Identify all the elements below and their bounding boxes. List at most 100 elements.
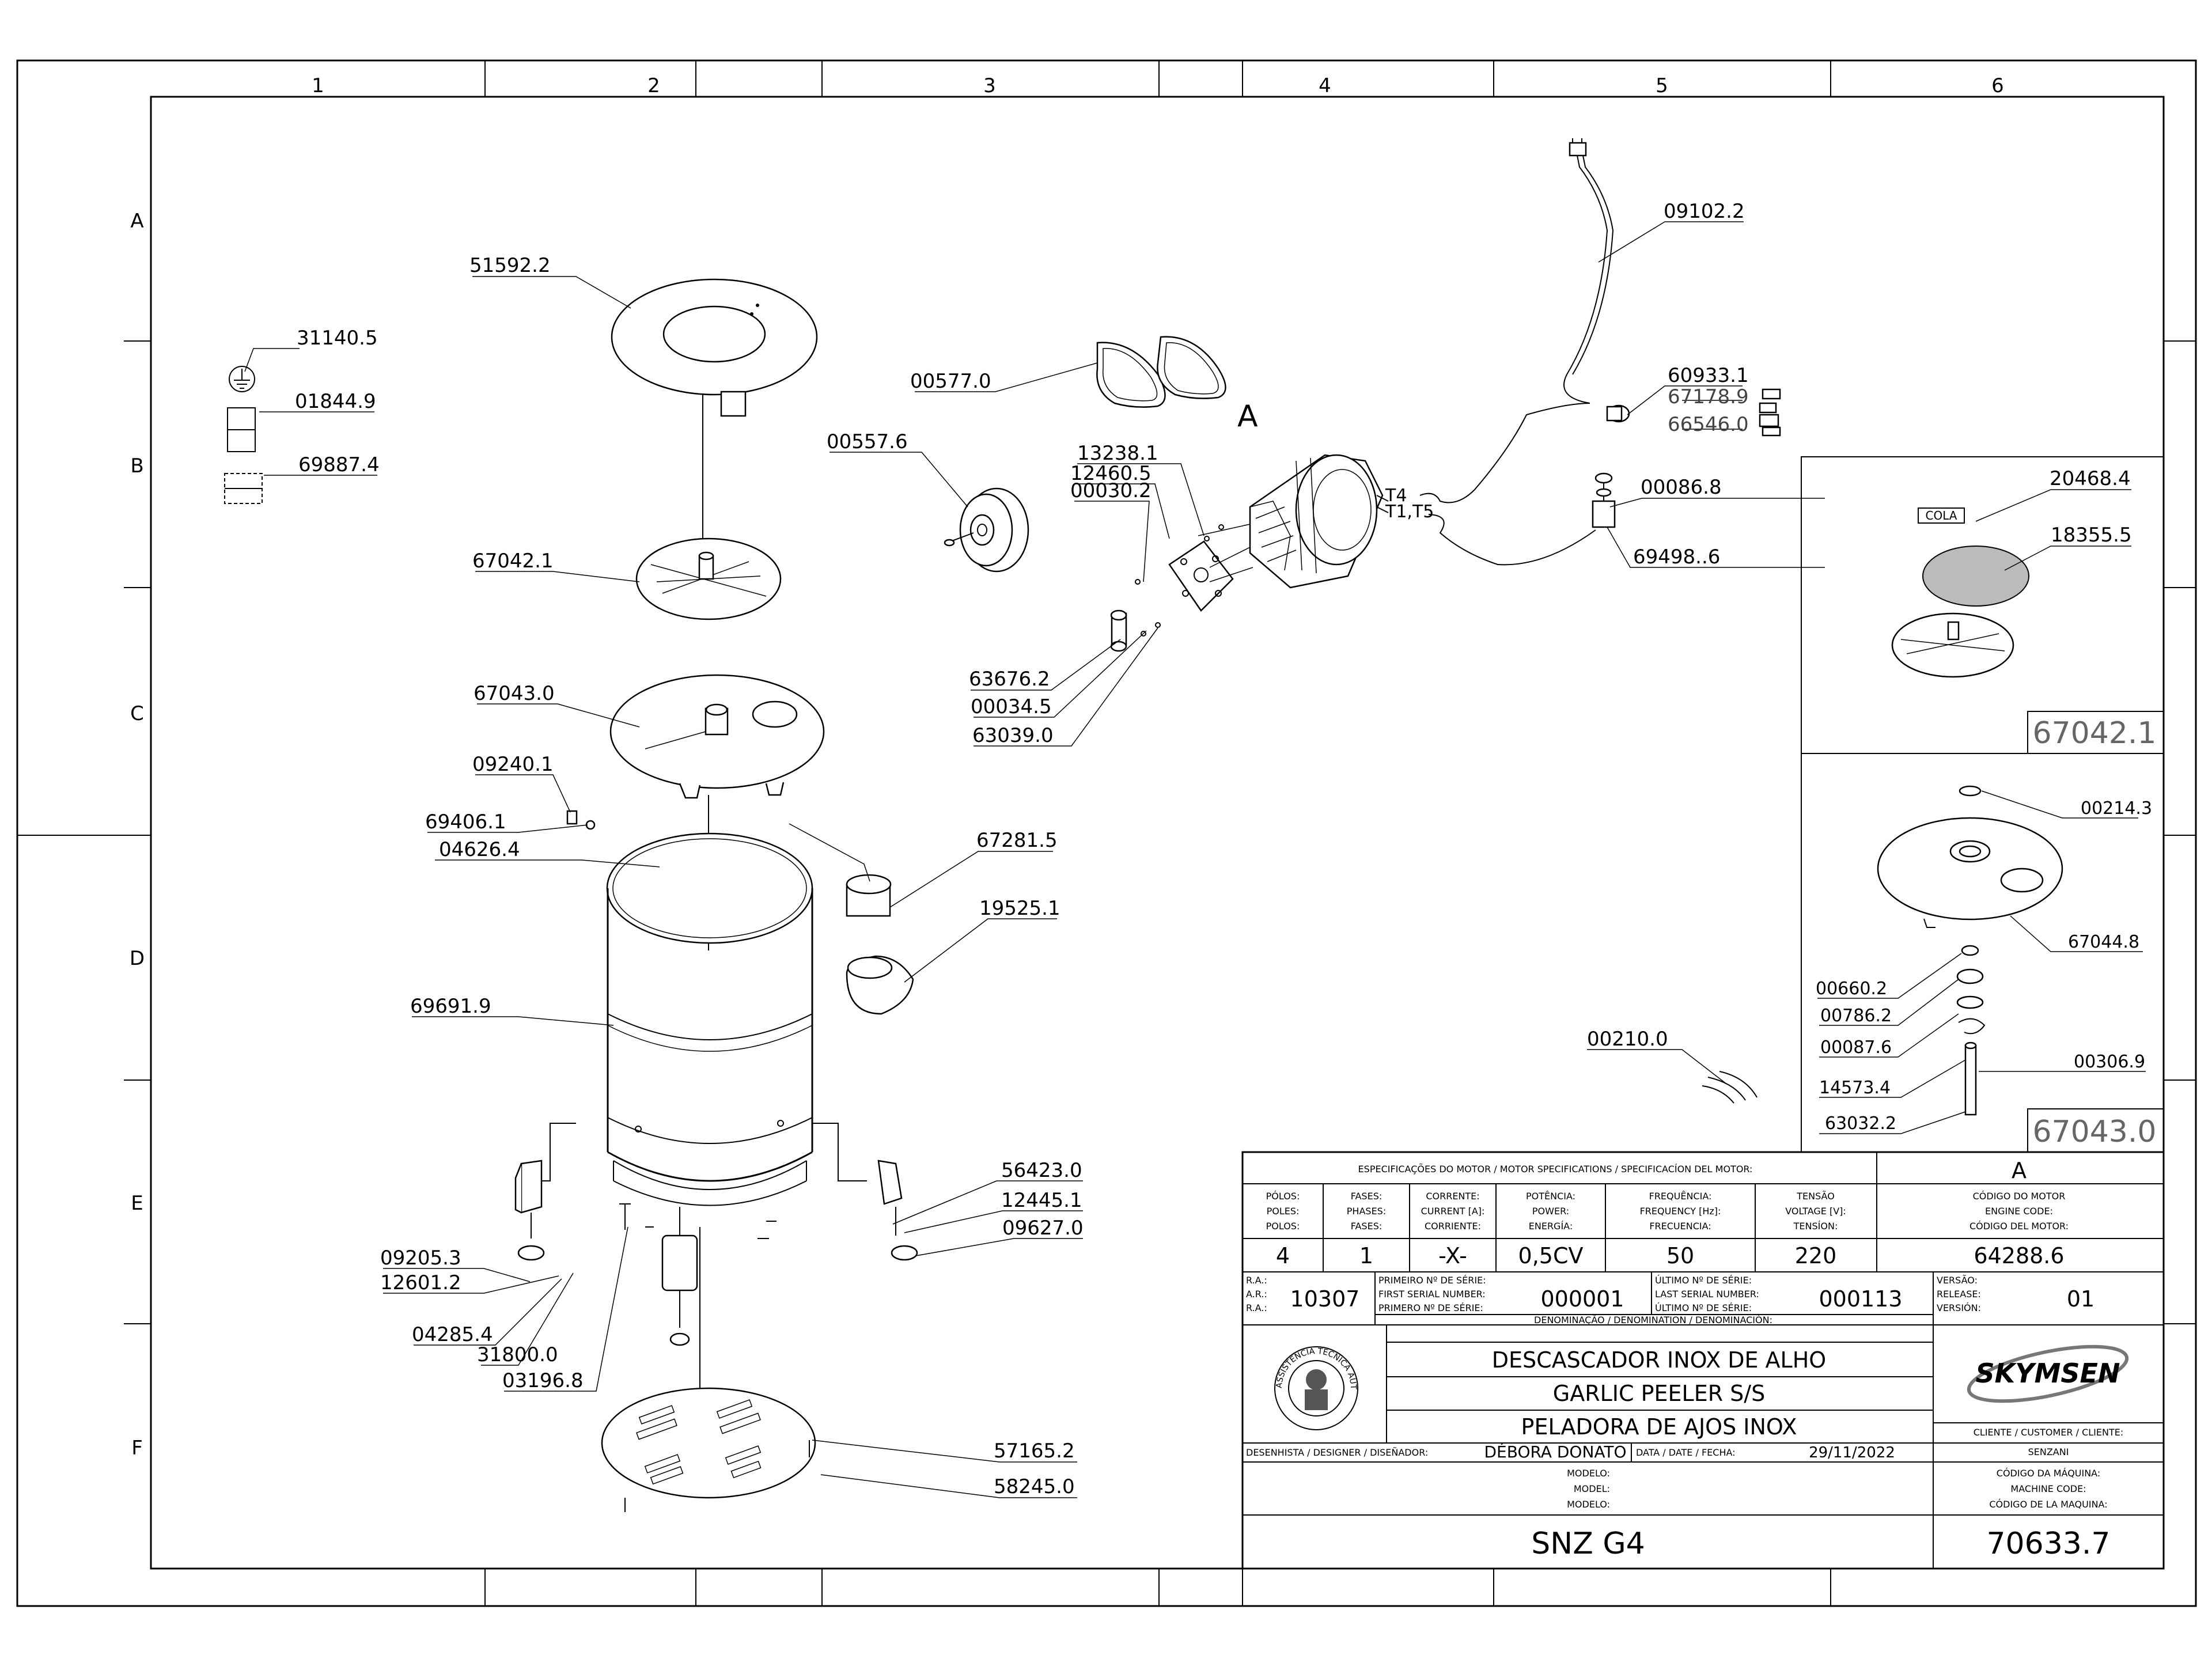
hdr-voltage-1: TENSÃO [1796,1191,1835,1202]
callout-09240-1: 09240.1 [472,753,554,776]
first-serial-label-2: FIRST SERIAL NUMBER: [1378,1289,1486,1300]
callout-01844-9: 01844.9 [295,390,376,413]
cola-label: COLA [1926,509,1957,522]
version-label-1: VERSÃO: [1937,1275,1978,1286]
callout-63032-2: 63032.2 [1825,1113,1896,1134]
callout-57165-2: 57165.2 [994,1440,1075,1463]
callout-67281-5: 67281.5 [976,829,1058,852]
label-square-symbol [227,407,256,452]
motor-terminal-t1t5: T1,T5 [1385,502,1434,522]
hdr-freq-3: FRECUENCIA: [1649,1221,1711,1232]
leader-drain [789,823,870,882]
feet-right [812,1123,918,1261]
grid-col-1: 1 [312,74,324,97]
callout-13238-1: 13238.1 [1077,442,1158,465]
hdr-current-3: CORRIENTE: [1425,1221,1481,1232]
last-serial-label-3: ÚLTIMO Nº DE SÉRIE: [1655,1302,1752,1313]
callout-51592-2: 51592.2 [469,254,551,277]
callout-58245-0: 58245.0 [994,1475,1075,1498]
callout-31140-5: 31140.5 [297,327,378,350]
hdr-phases-2: PHASES: [1347,1206,1386,1217]
designer-value: DÉBORA DONATO [1484,1442,1626,1461]
callout-00034-5: 00034.5 [971,695,1052,718]
last-serial-label-1: ÚLTIMO Nº DE SÉRIE: [1655,1275,1752,1286]
motor-wire-2 [1428,514,1596,566]
callout-00087-6: 00087.6 [1820,1037,1892,1058]
callout-69691-9: 69691.9 [410,995,491,1018]
pulley-00557 [944,487,1029,573]
detail-box-top: COLA 67042.1 [1801,456,2164,754]
callout-31800-0: 31800.0 [477,1343,558,1366]
val-frequency: 50 [1666,1243,1694,1268]
brand-logo: SKYMSEN [1967,1344,2129,1403]
grid-ticks [17,60,2196,1606]
model-label-2: MODEL: [1574,1483,1610,1494]
base-slots [636,1399,762,1485]
version-label-2: RELEASE: [1937,1289,1981,1300]
screws-bottom [619,1203,777,1239]
motor-letter: A [1237,399,1258,434]
client-label: CLIENTE / CUSTOMER / CLIENTE: [1974,1427,2123,1438]
grid-col-3: 3 [983,74,996,97]
last-serial-label-2: LAST SERIAL NUMBER: [1655,1289,1759,1300]
plate-67043 [609,674,825,799]
client-value: SENZANI [2028,1446,2069,1457]
grid-row-labels: A B C D E F [130,210,145,1460]
denomination-header: DENOMINAÇÃO / DENOMINATION / DENOMINACIÓ… [1534,1315,1772,1325]
hdr-power-3: ENERGÍA: [1529,1221,1573,1232]
callout-19525-1: 19525.1 [979,897,1060,920]
spec-letter: A [2012,1158,2027,1183]
version-label-3: VERSIÓN: [1937,1302,1981,1313]
hdr-engine-2: ENGINE CODE: [1985,1206,2053,1217]
callout-12460-5: 12460.5 [1070,462,1152,485]
lid-top [611,278,818,417]
name-pt: DESCASCADOR INOX DE ALHO [1492,1347,1826,1373]
motor-wire-1 [1419,403,1590,503]
ground-symbol [229,366,255,392]
grid-row-a: A [130,210,143,233]
callout-00030-2: 00030.2 [1070,479,1152,502]
hdr-voltage-3: TENSÍON: [1793,1221,1838,1232]
detail-box-top-code: 67042.1 [2032,716,2156,751]
brand-text: SKYMSEN [1976,1358,2120,1389]
power-cable-09102 [1563,138,1614,404]
callout-67042-1: 67042.1 [472,550,554,573]
machine-code-label-3: CÓDIGO DE LA MAQUINA: [1989,1499,2107,1510]
grid-col-4: 4 [1319,74,1331,97]
model-value: SNZ G4 [1531,1527,1645,1561]
callout-69887-4: 69887.4 [298,453,380,476]
callout-03196-8: 03196.8 [502,1369,584,1392]
callout-60933-1: 60933.1 [1668,364,1749,387]
callout-00306-9: 00306.9 [2074,1052,2145,1072]
callout-12601-2: 12601.2 [380,1271,461,1294]
val-current: -X- [1438,1243,1467,1268]
callout-09627-0: 09627.0 [1002,1217,1084,1240]
callout-56423-0: 56423.0 [1001,1159,1082,1182]
collector-67281 [846,874,914,1015]
grid-col-6: 6 [1991,74,2004,97]
model-label-3: MODELO: [1567,1499,1610,1510]
hdr-current-1: CORRENTE: [1426,1191,1479,1202]
grid-row-c: C [130,702,144,725]
capacitor-31800 [661,1207,698,1346]
grid-row-b: B [130,454,143,478]
belts-00577 [1096,336,1226,408]
grid-row-d: D [130,947,145,970]
callout-labels: 31140.5 01844.9 69887.4 51592.2 67042.1 … [295,200,2152,1498]
name-en: GARLIC PEELER S/S [1553,1381,1765,1406]
grid-column-labels: 1 2 3 4 5 6 [312,74,2004,97]
callout-09205-3: 09205.3 [380,1247,461,1270]
grid-col-2: 2 [647,74,660,97]
callout-20468-4: 20468.4 [2050,467,2131,490]
outer-border [16,59,2197,1607]
callout-00786-2: 00786.2 [1820,1006,1892,1026]
hdr-poles-2: POLES: [1267,1206,1300,1217]
callout-69498-6: 69498..6 [1633,546,1720,569]
hdr-freq-2: FREQUENCY [Hz]: [1640,1206,1721,1217]
date-label: DATA / DATE / FECHA: [1636,1447,1736,1458]
callout-00086-8: 00086.8 [1641,476,1722,499]
callout-00557-6: 00557.6 [827,430,908,453]
title-block: ESPECIFICAÇÕES DO MOTOR / MOTOR SPECIFIC… [0,0,2165,1570]
spec-col-dividers [1323,1184,1877,1272]
